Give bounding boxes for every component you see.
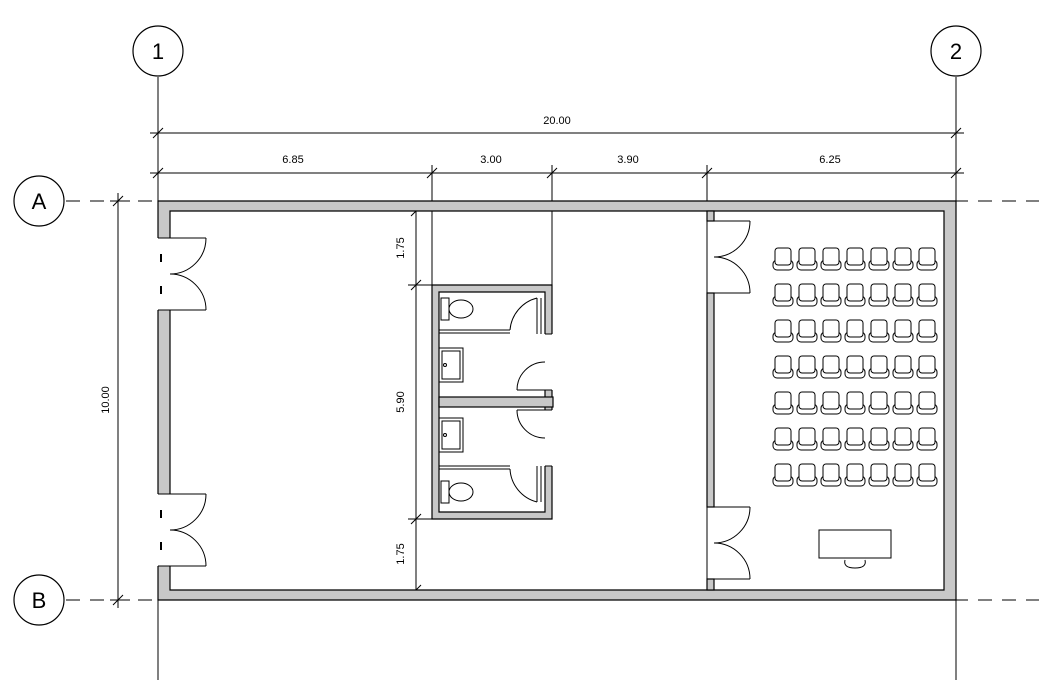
seat [916,247,938,271]
seat [820,427,842,451]
dimension-toilet-top: 1.75 [395,237,407,258]
seating-grid [772,247,938,487]
seat [892,391,914,415]
toilet-door-3 [516,409,546,439]
toilet-door-1 [509,297,542,334]
seat [844,247,866,271]
partition-door-bottom [706,506,751,580]
seat [892,427,914,451]
dimension-overall-label: 20.00 [543,115,571,127]
dimension-toilet: 1.75 5.90 1.75 [395,203,432,598]
grid-bubble-b: B [13,574,65,626]
dimension-toilet-bottom: 1.75 [395,543,407,564]
seat [916,355,938,379]
seat [820,391,842,415]
seat [844,427,866,451]
dimension-segment-4: 6.25 [819,154,840,166]
seat [844,319,866,343]
dimension-toilet-block: 5.90 [395,391,407,412]
grid-bubble-a: A [13,175,65,227]
washbasin-top [438,347,464,383]
desk-chair [844,559,866,569]
dimension-segment-2: 3.00 [480,154,501,166]
dimension-overall: 20.00 [150,115,964,141]
seat [916,427,938,451]
seat [772,355,794,379]
seat [868,319,890,343]
dimension-height: 10.00 [100,193,130,608]
partition-door-top [706,220,751,294]
seat [844,355,866,379]
dimension-segment-1: 6.85 [282,154,303,166]
seat [796,463,818,487]
seat [892,463,914,487]
grid-bubble-2: 2 [930,25,982,77]
seat [844,283,866,307]
seat [892,283,914,307]
entrance-door-top [160,237,207,311]
toilet-door-2 [516,361,546,391]
seat [916,283,938,307]
toilet-fixture-bottom [440,480,474,504]
seat [772,391,794,415]
desk [818,529,892,559]
seat [892,355,914,379]
seat [868,355,890,379]
seat [868,247,890,271]
seat [796,283,818,307]
seat [772,427,794,451]
seat [868,391,890,415]
seat [796,427,818,451]
seat [820,247,842,271]
grid-bubble-1: 1 [132,25,184,77]
dimension-segments: 6.85 3.00 3.90 6.25 [150,154,964,285]
seat [772,247,794,271]
seat [916,319,938,343]
seat [868,283,890,307]
dimension-height-label: 10.00 [100,386,112,414]
seat [892,319,914,343]
dimension-segment-3: 3.90 [617,154,638,166]
grid-label-a: A [32,189,47,214]
seat [868,463,890,487]
seat [820,283,842,307]
seat [796,247,818,271]
seat [772,283,794,307]
grid-label-2: 2 [950,39,962,64]
toilet-fixture-top [440,297,474,321]
seat [796,355,818,379]
seat [844,463,866,487]
seat [820,355,842,379]
washbasin-bottom [438,417,464,453]
toilet-block [431,284,554,520]
seat [844,391,866,415]
partition-wall [706,210,715,591]
entrance-door-bottom [160,493,207,567]
seat [892,247,914,271]
seat [796,319,818,343]
seat [820,463,842,487]
seat [796,391,818,415]
seat [772,319,794,343]
toilet-door-4 [509,466,542,503]
seat [916,391,938,415]
seat [772,463,794,487]
seat [916,463,938,487]
grid-label-1: 1 [152,39,164,64]
seat [868,427,890,451]
grid-label-b: B [32,588,47,613]
seat [820,319,842,343]
